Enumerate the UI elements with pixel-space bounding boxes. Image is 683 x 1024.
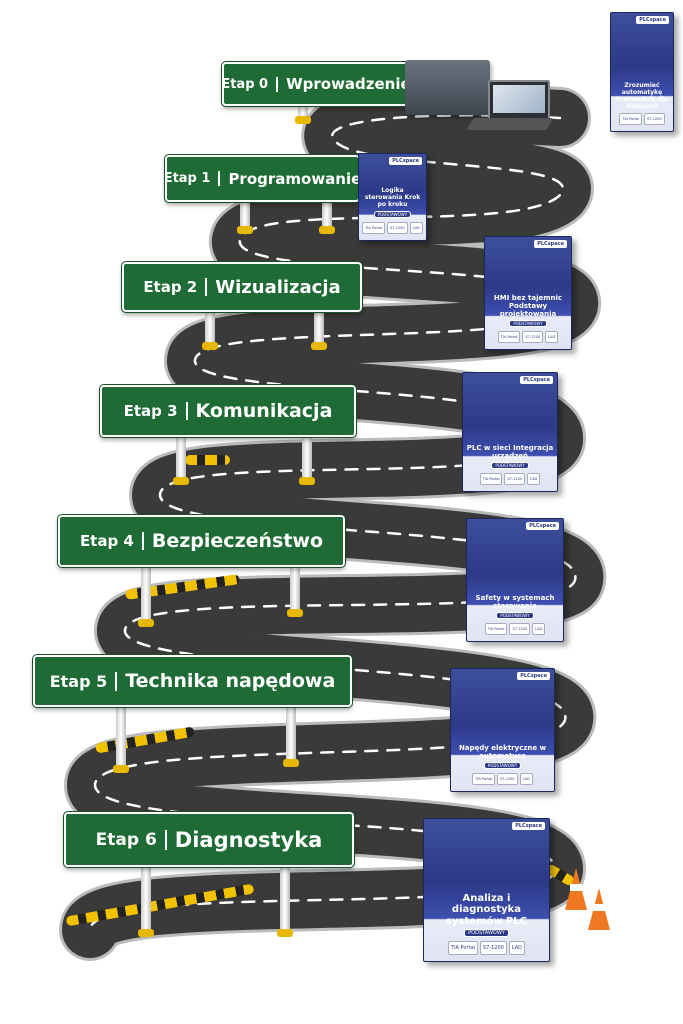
plc-controller: [405, 60, 490, 115]
book-4[interactable]: PLCspace Safety w systemach sterowania P…: [466, 518, 564, 642]
sign-post: [202, 308, 218, 350]
stage-sign-6: Etap 6 Diagnostyka: [63, 811, 355, 868]
traffic-cone: [588, 888, 610, 930]
stage-number: Etap 2: [143, 278, 208, 296]
chip: S7-1200: [644, 113, 665, 125]
stage-number: Etap 6: [96, 829, 167, 850]
chip: S7-1200: [496, 773, 518, 785]
chip: LAD: [527, 473, 541, 485]
level-badge: PODSTAWOWY: [483, 762, 522, 769]
chip: LAD: [545, 331, 559, 343]
book-title: Napędy elektryczne w automatyce: [458, 743, 547, 760]
book-brand: PLCspace: [389, 157, 422, 165]
chip: TIA Portal: [362, 222, 385, 234]
level-badge: PODSTAWOWY: [509, 320, 547, 327]
sign-post: [319, 198, 335, 234]
chip: TIA Portal: [484, 623, 508, 635]
level-badge: PODSTAWOWY: [464, 929, 509, 937]
sign-post: [138, 563, 154, 627]
level-badge: PODSTAWOWY: [373, 211, 412, 218]
stage-number: Etap 5: [50, 671, 118, 691]
stage-sign-5: Etap 5 Technika napędowa: [32, 654, 353, 708]
book-1[interactable]: PLCspace Logika sterowania Krok po kroku…: [358, 153, 427, 241]
book-3[interactable]: PLCspace PLC w sieci Integracja urządzeń…: [462, 372, 558, 492]
book-brand: PLCspace: [636, 16, 669, 24]
stage-name: Programowanie: [228, 169, 362, 188]
sign-post: [138, 863, 154, 937]
stage-number: Etap 1: [164, 171, 221, 186]
chip: TIA Portal: [472, 773, 495, 785]
book-title: Zrozumieć automatykę Przewodnik dla ziel…: [616, 82, 668, 111]
sign-post: [277, 863, 293, 937]
book-title: Logika sterowania Krok po kroku: [364, 187, 421, 209]
chip: TIA Portal: [497, 331, 521, 343]
chip: S7-1200: [386, 222, 408, 234]
laptop: [488, 80, 550, 120]
book-brand: PLCspace: [512, 822, 545, 830]
stage-number: Etap 3: [124, 402, 188, 420]
book-0[interactable]: PLCspace Zrozumieć automatykę Przewodnik…: [610, 12, 674, 132]
book-5[interactable]: PLCspace Napędy elektryczne w automatyce…: [450, 668, 555, 792]
stage-sign-0: Etap 0 Wprowadzenie: [221, 61, 411, 107]
book-2[interactable]: PLCspace HMI bez tajemnic Podstawy proje…: [484, 236, 572, 350]
chip: TIA Portal: [619, 113, 643, 125]
level-badge: PODSTAWOWY: [491, 462, 529, 469]
stage-name: Wizualizacja: [215, 276, 341, 298]
chip: LAD: [508, 941, 525, 955]
sign-post: [173, 433, 189, 485]
chip: S7-1200: [522, 331, 544, 343]
level-badge: PODSTAWOWY: [496, 612, 534, 619]
sign-post: [295, 100, 311, 124]
sign-post: [283, 703, 299, 767]
chip: LAD: [519, 773, 533, 785]
chip: S7-1200: [504, 473, 526, 485]
stage-name: Diagnostyka: [174, 827, 323, 852]
chip: TIA Portal: [448, 941, 478, 955]
traffic-cone: [565, 868, 587, 910]
book-title: Safety w systemach sterowania: [475, 593, 555, 610]
stage-name: Technika napędowa: [125, 670, 336, 692]
stage-sign-3: Etap 3 Komunikacja: [99, 384, 357, 438]
stage-number: Etap 0: [221, 76, 279, 92]
sign-post: [311, 308, 327, 350]
book-brand: PLCspace: [517, 672, 550, 680]
laptop-base: [466, 118, 554, 130]
stage-name: Wprowadzenie: [286, 75, 411, 93]
stage-name: Komunikacja: [195, 400, 333, 422]
book-brand: PLCspace: [534, 240, 567, 248]
sign-post: [299, 433, 315, 485]
book-brand: PLCspace: [526, 522, 559, 530]
sign-post: [287, 563, 303, 617]
chip: S7-1200: [479, 941, 507, 955]
sign-post: [113, 703, 129, 773]
book-title: Analiza i diagnostyka systemów PLC: [445, 892, 528, 927]
book-6[interactable]: PLCspace Analiza i diagnostyka systemów …: [423, 818, 550, 962]
stage-sign-4: Etap 4 Bezpieczeństwo: [57, 514, 346, 568]
stage-sign-2: Etap 2 Wizualizacja: [121, 261, 363, 313]
stage-name: Bezpieczeństwo: [151, 530, 324, 552]
stage-number: Etap 4: [80, 532, 144, 550]
book-brand: PLCspace: [520, 376, 553, 384]
chip: TIA Portal: [479, 473, 503, 485]
road-barrier: [185, 455, 230, 465]
stage-sign-1: Etap 1 Programowanie: [164, 154, 362, 203]
chip: LAD: [532, 623, 546, 635]
sign-post: [237, 198, 253, 234]
chip: LAD: [409, 222, 423, 234]
chip: S7-1200: [509, 623, 531, 635]
book-title: PLC w sieci Integracja urządzeń: [466, 443, 554, 460]
book-title: HMI bez tajemnic Podstawy projektowania: [493, 293, 563, 318]
